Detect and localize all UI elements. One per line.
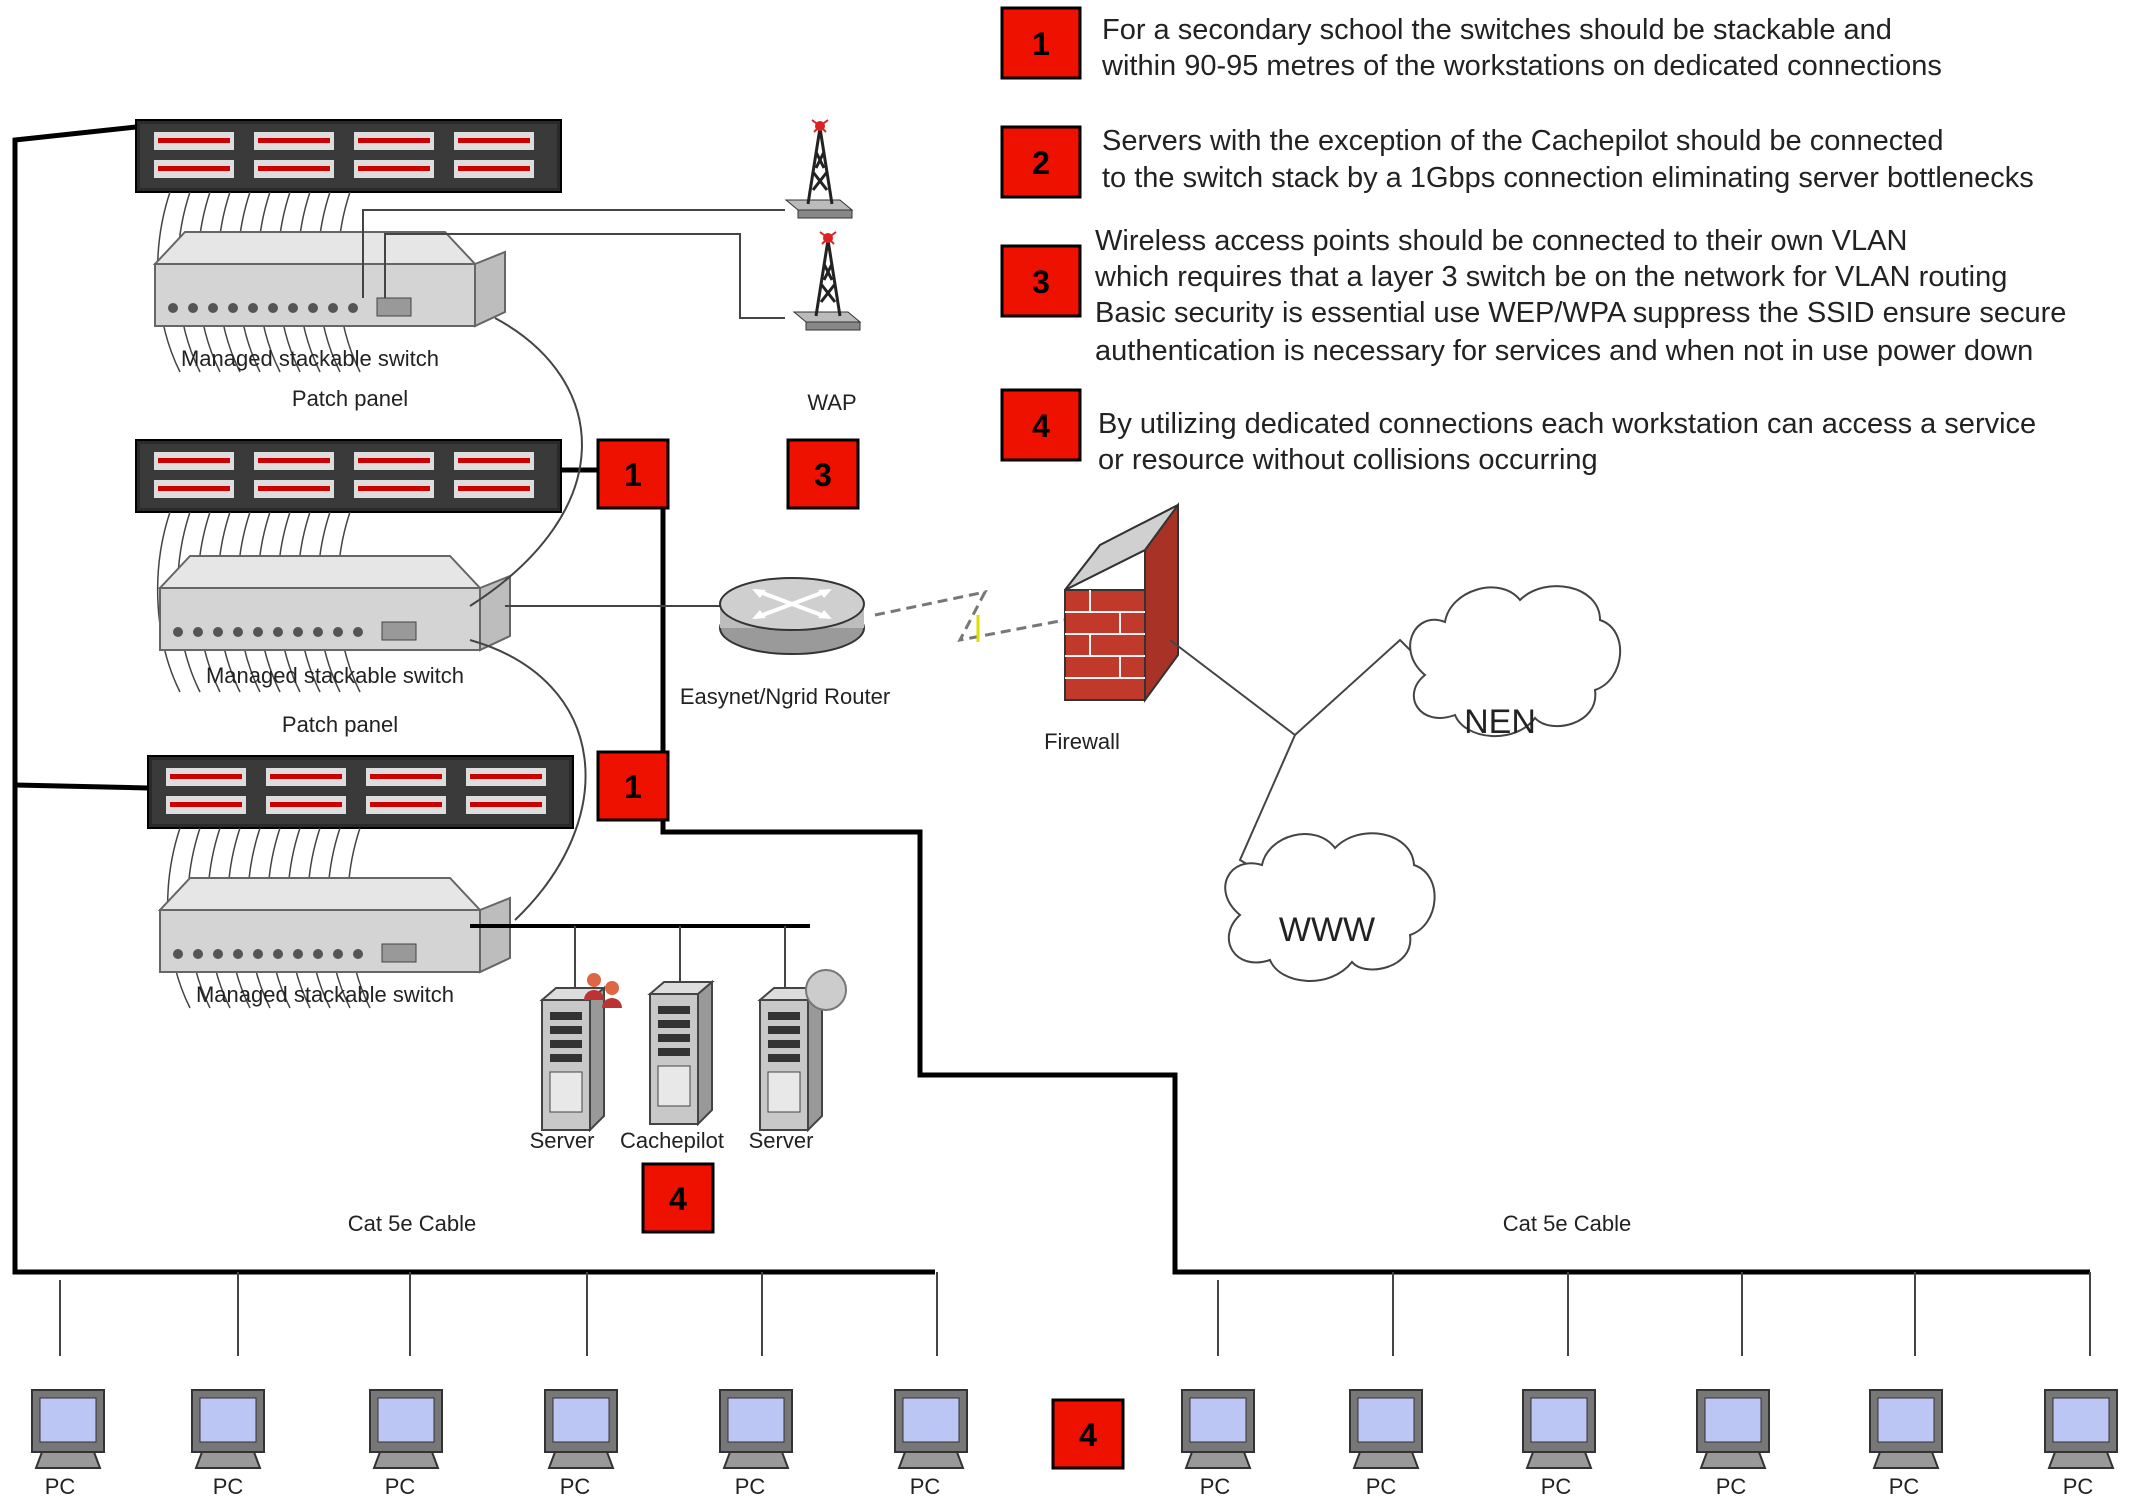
badge-servers-text: 4 [669, 1181, 687, 1217]
badge-stack-1-text: 1 [624, 457, 642, 493]
server-drops [574, 926, 786, 995]
pc-5-label: PC [735, 1474, 766, 1499]
pc-8 [1349, 1389, 1423, 1469]
pc-10-label: PC [1716, 1474, 1747, 1499]
server-2 [759, 987, 823, 1131]
pc-5 [719, 1389, 793, 1469]
badge-wap: 3 [786, 438, 860, 510]
router-label: Easynet/Ngrid Router [680, 684, 890, 709]
switch-1-label: Managed stackable switch [181, 346, 439, 371]
pc-6-label: PC [910, 1474, 941, 1499]
pc-11-label: PC [1889, 1474, 1920, 1499]
firewall-label: Firewall [1044, 729, 1120, 754]
note-1-line-1: For a secondary school the switches shou… [1102, 14, 1892, 46]
note-1: 1 For a secondary school the switches sh… [1000, 6, 1942, 82]
stack-links [469, 317, 587, 921]
wap-tower-2 [792, 230, 862, 332]
pc-9-label: PC [1541, 1474, 1572, 1499]
server-2-label: Server [749, 1128, 814, 1153]
cachepilot-server [649, 981, 713, 1125]
cloud-www-label: WWW [1279, 911, 1375, 949]
pc-1-label: PC [45, 1474, 76, 1499]
note-2: 2 Servers with the exception of the Cach… [1000, 125, 2034, 199]
wap-cables [362, 209, 785, 319]
cachepilot-label: Cachepilot [620, 1128, 724, 1153]
wan-link [874, 589, 1066, 643]
badge-servers: 4 [641, 1162, 715, 1234]
note-3-line-1: Wireless access points should be connect… [1095, 225, 1907, 257]
wap-tower-1 [784, 118, 854, 220]
pc-4 [544, 1389, 618, 1469]
cloud-nen [1409, 585, 1622, 738]
badge-pcs: 4 [1051, 1398, 1125, 1470]
managed-switch-1 [154, 231, 506, 327]
note-4-badge: 4 [1032, 408, 1050, 444]
pc-10 [1696, 1389, 1770, 1469]
badge-pcs-text: 4 [1079, 1417, 1097, 1453]
badge-stack-2-text: 1 [624, 769, 642, 805]
patch-panel-1 [135, 119, 562, 193]
note-1-line-2: within 90-95 metres of the workstations … [1101, 50, 1942, 82]
managed-switch-3 [159, 877, 511, 973]
cloud-nen-label: NEN [1464, 703, 1536, 741]
patch-panel-3 [147, 755, 574, 829]
patch-panel-2 [135, 439, 562, 513]
pc-6 [894, 1389, 968, 1469]
badge-stack-2: 1 [596, 750, 670, 822]
pc-labels: PC PC PC PC PC PC PC PC PC PC PC PC [45, 1474, 2094, 1499]
managed-switch-2 [159, 555, 511, 651]
note-3: 3 Wireless access points should be conne… [1000, 225, 2066, 367]
pc-drop-lines [59, 1272, 2091, 1356]
pc-2 [191, 1389, 265, 1469]
patch-panel-1-label: Patch panel [292, 386, 408, 411]
disc-icon [805, 969, 847, 1011]
cable-right-label: Cat 5e Cable [1503, 1211, 1631, 1236]
pc-4-label: PC [560, 1474, 591, 1499]
badge-wap-text: 3 [814, 457, 832, 493]
pc-8-label: PC [1366, 1474, 1397, 1499]
pc-3 [369, 1389, 443, 1469]
note-2-line-1: Servers with the exception of the Cachep… [1102, 125, 1944, 157]
firewall [1064, 501, 1179, 704]
badge-stack-1: 1 [596, 438, 670, 510]
note-4-line-1: By utilizing dedicated connections each … [1098, 408, 2036, 440]
pc-3-label: PC [385, 1474, 416, 1499]
users-icon [584, 973, 622, 1008]
note-3-badge: 3 [1032, 264, 1050, 300]
pc-7-label: PC [1200, 1474, 1231, 1499]
server-1-label: Server [530, 1128, 595, 1153]
note-3-line-3: Basic security is essential use WEP/WPA … [1095, 297, 2066, 329]
note-2-badge: 2 [1032, 145, 1050, 181]
switch-3-label: Managed stackable switch [196, 982, 454, 1007]
pc-9 [1522, 1389, 1596, 1469]
note-3-line-2: which requires that a layer 3 switch be … [1094, 261, 2007, 293]
pc-7 [1181, 1389, 1255, 1469]
pc-12 [2044, 1389, 2118, 1469]
cloud-www [1224, 832, 1436, 982]
pc-1 [31, 1389, 105, 1469]
pc-11 [1869, 1389, 1943, 1469]
wap-label: WAP [807, 390, 856, 415]
note-2-line-2: to the switch stack by a 1Gbps connectio… [1102, 162, 2034, 194]
note-1-badge: 1 [1032, 26, 1050, 62]
pc-2-label: PC [213, 1474, 244, 1499]
switch-2-label: Managed stackable switch [206, 663, 464, 688]
note-4: 4 By utilizing dedicated connections eac… [1000, 388, 2036, 476]
note-4-line-2: or resource without collisions occurring [1098, 444, 1598, 476]
backbone-cables [12, 124, 2090, 1275]
router [505, 577, 865, 655]
note-3-line-4: authentication is necessary for services… [1095, 335, 2033, 367]
cable-left-label: Cat 5e Cable [348, 1211, 476, 1236]
patch-panel-2-label: Patch panel [282, 712, 398, 737]
pc-12-label: PC [2063, 1474, 2094, 1499]
server-1 [541, 987, 605, 1131]
